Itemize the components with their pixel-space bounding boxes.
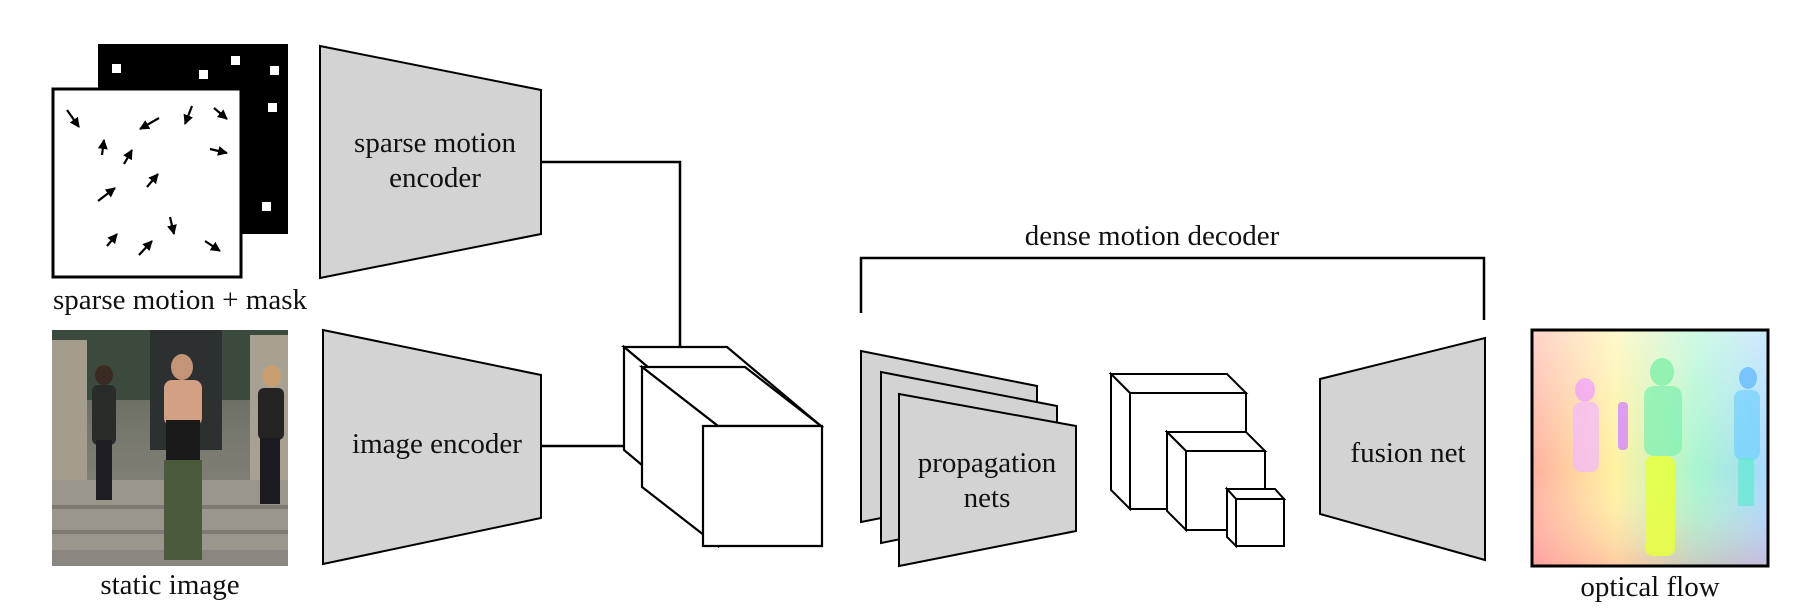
dense-motion-decoder-bracket: dense motion decoder [859,220,1486,320]
propagation-nets: propagation nets [860,349,1077,568]
static-image-label: static image [100,569,239,601]
optical-flow-label: optical flow [1580,571,1719,603]
sparse-motion-mask-label: sparse motion + mask [53,284,307,316]
sparse-motion-encoder: sparse motion encoder [319,44,542,280]
image-encoder: image encoder [322,328,542,566]
image-encoder-label: image encoder [352,428,522,460]
propagation-label-line2: nets [964,482,1011,514]
sparse-encoder-label-line1: sparse motion [354,127,516,159]
feature-cuboid [620,344,825,549]
motion-arrows [66,105,228,256]
static-image-scene [52,330,288,566]
dense-motion-decoder-label: dense motion decoder [1025,220,1280,252]
sparse-to-feature-arrow [541,160,687,367]
sparse-motion-mask-input: sparse motion + mask [51,44,307,316]
mask-dots [112,56,279,211]
cube-small [1224,486,1287,549]
optical-flow-output: optical flow [1530,328,1770,603]
sparse-motion-panel [51,87,243,279]
optical-flow-silhouettes [1573,358,1760,556]
sparse-encoder-label-line2: encoder [389,162,481,194]
propagation-label-line1: propagation [918,447,1057,479]
static-image-input: static image [52,330,288,601]
multiscale-cubes [1108,371,1287,549]
fusion-net-label: fusion net [1350,437,1465,469]
fusion-net: fusion net [1319,336,1486,562]
